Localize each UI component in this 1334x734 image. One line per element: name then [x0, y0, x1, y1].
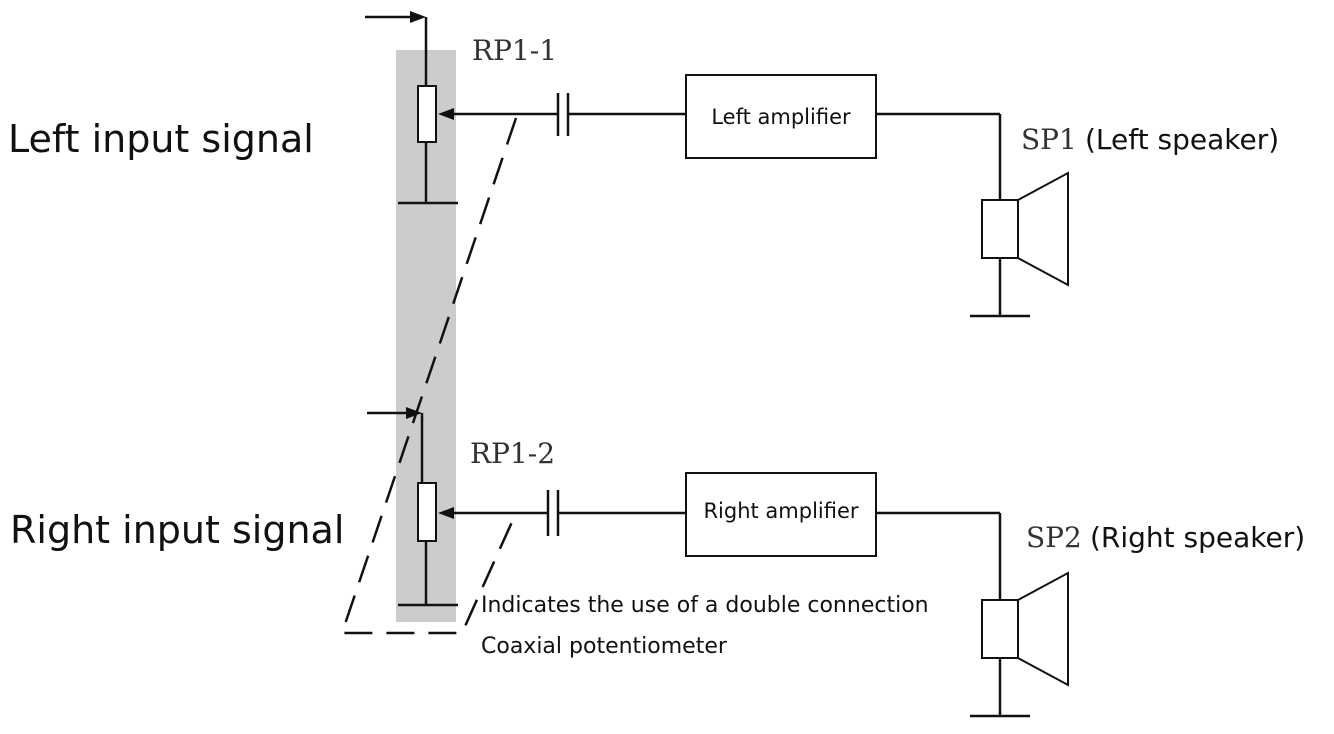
left-output-wire: [876, 112, 1002, 200]
note-line-1: Indicates the use of a double connection: [481, 593, 929, 618]
left-wiper-arrow: [438, 108, 558, 120]
right-amplifier-label: Right amplifier: [703, 499, 858, 523]
speaker-sp1-icon: [970, 171, 1069, 318]
potentiometer-rp1-2: [417, 482, 437, 542]
ground-left-pot: [398, 142, 458, 205]
gang-dashed-outline: [340, 117, 518, 635]
left-capacitor: [556, 93, 686, 136]
sp1-description: (Left speaker): [1085, 123, 1279, 156]
right-input-label: Right input signal: [10, 508, 344, 552]
left-amplifier-label: Left amplifier: [711, 105, 851, 129]
sp2-label: SP2: [1026, 521, 1082, 554]
left-input-label: Left input signal: [8, 117, 314, 161]
left-input-arrow: [365, 11, 428, 86]
right-wiper-arrow: [438, 507, 548, 519]
right-capacitor: [546, 490, 686, 536]
right-amplifier-box: [685, 472, 877, 557]
note-line-2: Coaxial potentiometer: [481, 634, 728, 659]
speaker-sp2-icon: [970, 571, 1069, 718]
left-amplifier-box: [685, 74, 877, 159]
sp2-description: (Right speaker): [1090, 521, 1305, 554]
sp1-label: SP1: [1021, 123, 1077, 156]
right-input-arrow: [367, 407, 424, 483]
potentiometer-rp1-1: [417, 85, 437, 143]
right-output-wire: [876, 511, 1002, 600]
ground-right-pot: [398, 541, 458, 607]
rp1-1-label: RP1-1: [472, 34, 557, 67]
rp1-2-label: RP1-2: [470, 437, 555, 470]
